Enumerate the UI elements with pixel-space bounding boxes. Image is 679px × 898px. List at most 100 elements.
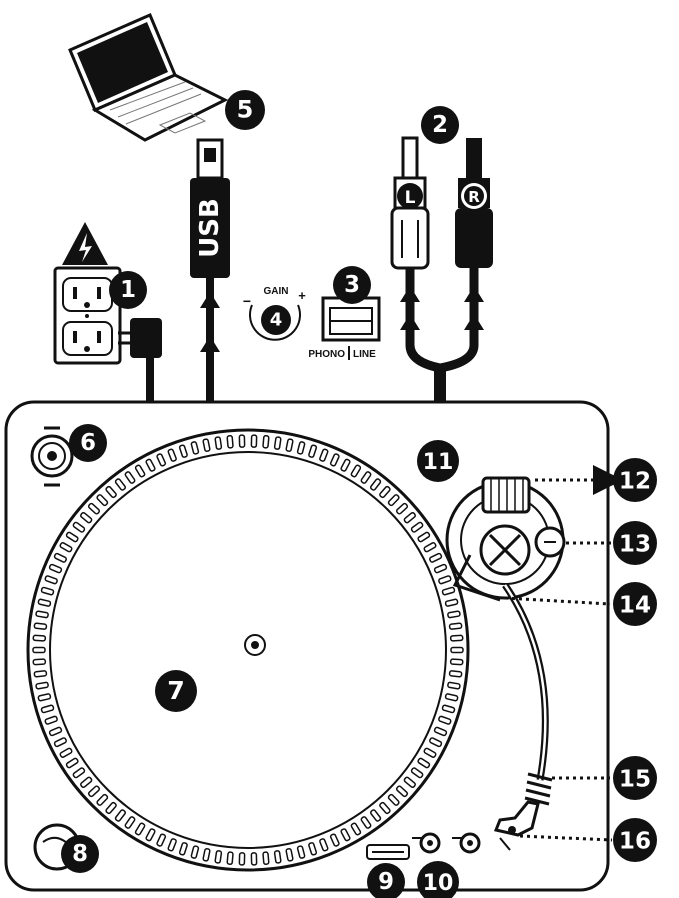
strobe-dot <box>37 598 52 607</box>
strobe-dot <box>35 610 49 619</box>
strobe-dot <box>178 444 188 458</box>
strobe-dot <box>350 464 362 478</box>
callout-number-8: 8 <box>72 841 88 867</box>
strobe-dot <box>296 845 306 859</box>
callout-badge-15 <box>613 756 657 800</box>
platter <box>26 428 470 872</box>
callout-number-12: 12 <box>619 468 651 494</box>
strobe-dot <box>444 598 459 607</box>
strobe-dot <box>214 850 223 864</box>
strobe-dot <box>53 737 67 748</box>
strobe-dot <box>370 809 382 822</box>
strobe-dot <box>156 453 167 467</box>
strobe-dot <box>44 715 58 725</box>
strobe-dot <box>114 809 126 822</box>
callout-badge-2 <box>421 106 459 144</box>
strobe-dot <box>387 793 400 806</box>
strobe-dot <box>262 851 270 865</box>
arm-grip-ribs <box>524 772 553 806</box>
strobe-dot <box>273 850 282 864</box>
strobe-dot <box>308 444 318 458</box>
strobe-dot <box>87 785 101 798</box>
strobe-dot <box>37 693 52 702</box>
strobe-dot <box>124 471 136 484</box>
strobe-dot <box>410 521 424 533</box>
strobe-dot <box>329 453 340 467</box>
strobe-dot <box>329 833 340 847</box>
strobe-dot <box>308 842 318 856</box>
strobe-dot <box>410 767 424 779</box>
callout-number-5: 5 <box>237 96 254 124</box>
gain-minus-label: − <box>243 293 251 309</box>
strobe-dot <box>33 622 48 630</box>
strobe-dot <box>167 838 177 852</box>
rca-cables: L R <box>390 136 493 402</box>
strobe-dot <box>395 502 409 515</box>
strobe-dot <box>48 563 63 574</box>
callout-pointers <box>504 465 623 842</box>
strobe-dot <box>370 478 382 491</box>
strobe-dot <box>433 726 448 737</box>
strobe-dot <box>44 575 58 585</box>
platter-strobe-dots <box>32 434 464 866</box>
power-switch <box>30 426 74 487</box>
callout-badge-10 <box>417 861 459 898</box>
strobe-dot <box>403 776 416 788</box>
pitch-adjust-knobs <box>412 832 481 854</box>
callout-badge-9 <box>367 863 405 898</box>
strobe-dot <box>80 776 93 788</box>
laptop-icon <box>68 13 229 142</box>
strobe-dot <box>296 441 306 455</box>
strobe-dot <box>319 448 329 462</box>
strobe-dot <box>80 512 93 524</box>
strobe-dot <box>438 715 452 725</box>
strobe-dot <box>96 494 109 507</box>
strobe-dot <box>447 681 461 690</box>
usb-cable-label: USB <box>195 198 225 258</box>
strobe-dot <box>250 434 258 448</box>
strobe-dot <box>448 670 463 678</box>
strobe-dot <box>448 622 463 630</box>
callout-number-7: 7 <box>167 676 185 705</box>
strobe-dot <box>105 485 117 499</box>
strobe-dot <box>167 448 177 462</box>
strobe-dot <box>447 610 461 619</box>
strobe-dot <box>156 833 167 847</box>
rca-right-label: R <box>468 188 480 206</box>
strobe-dot <box>444 693 459 702</box>
strobe-dot <box>33 670 48 678</box>
strobe-dot <box>114 478 126 491</box>
gain-knob: GAIN − + <box>243 286 306 341</box>
strobe-dot <box>417 531 431 543</box>
strobe-dot <box>449 658 464 666</box>
line-label: LINE <box>353 349 376 360</box>
gain-plus-label: + <box>298 288 306 303</box>
strobe-dot <box>72 521 86 533</box>
speed-button <box>366 844 410 860</box>
callout-badge-3 <box>333 266 371 304</box>
callout-number-10: 10 <box>423 871 454 896</box>
strobe-dot <box>238 434 246 448</box>
strobe-dot <box>450 646 464 654</box>
strobe-dot <box>449 634 464 642</box>
strobe-dot <box>40 586 55 596</box>
phono-line-switch: PHONO LINE <box>308 296 381 360</box>
phono-label: PHONO <box>308 349 345 360</box>
gain-label: GAIN <box>264 286 289 297</box>
callout-badge-13 <box>613 521 657 565</box>
callout-number-2: 2 <box>432 112 448 138</box>
strobe-dot <box>124 816 136 829</box>
callout-number-11: 11 <box>423 450 454 475</box>
strobe-dot <box>273 436 282 450</box>
strobe-dot <box>178 842 188 856</box>
strobe-dot <box>441 586 456 596</box>
warning-bolt-icon <box>79 233 92 262</box>
strobe-dot <box>238 852 246 866</box>
strobe-dot <box>40 704 55 714</box>
callout-number-16: 16 <box>619 828 651 854</box>
callout-badge-5 <box>225 90 265 130</box>
strobe-dot <box>441 704 456 714</box>
callout-badge-16 <box>613 818 657 862</box>
strobe-dot <box>417 757 431 769</box>
